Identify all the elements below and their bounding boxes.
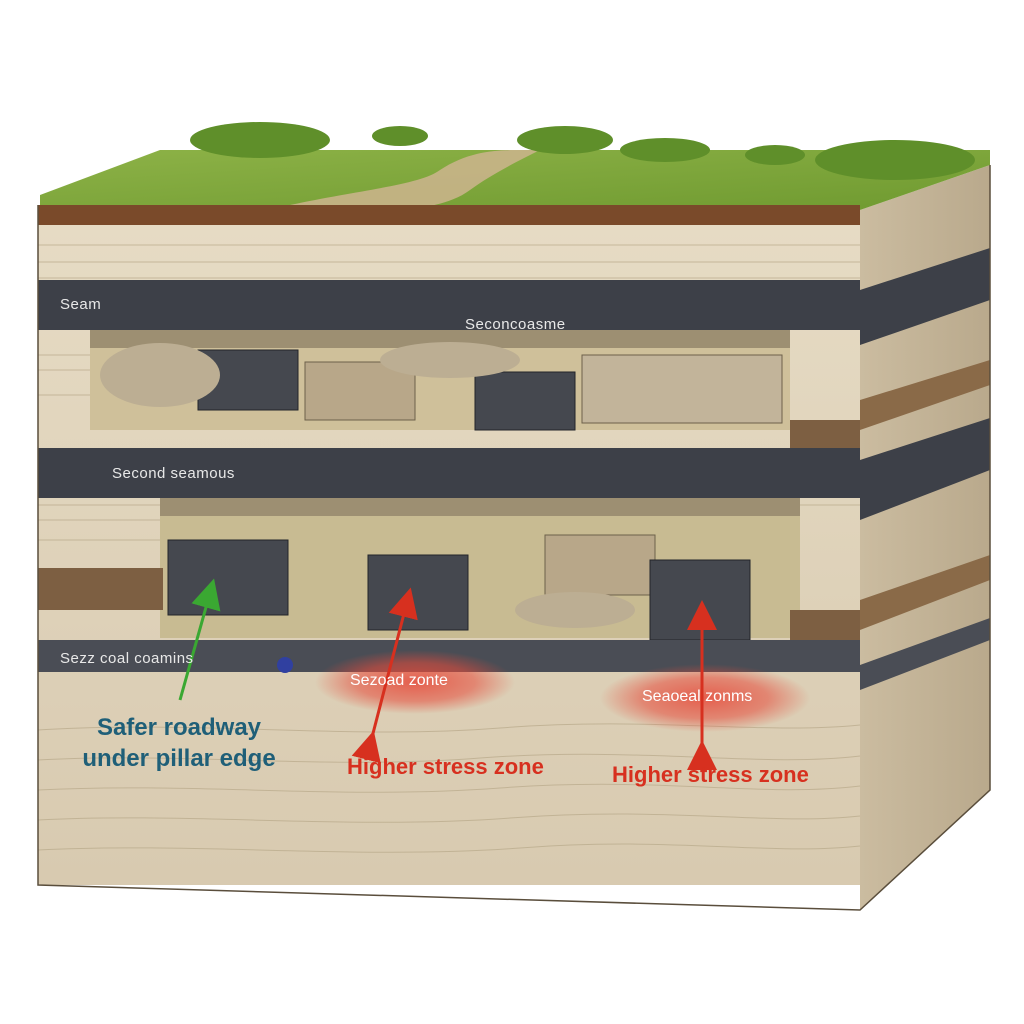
seam-label-middle: Second seamous (112, 465, 235, 482)
upper-rubble-center (380, 342, 520, 378)
lower-rubble-pile (515, 592, 635, 628)
shrubs (190, 122, 975, 180)
lower-coal-pillar-3 (649, 559, 751, 641)
lower-coal-pillar-2 (367, 554, 469, 631)
upper-rubble-left (100, 343, 220, 407)
soil-layer (38, 205, 860, 225)
upper-rubble-pillar-1 (304, 361, 416, 421)
lower-rubble-pillar (544, 534, 656, 596)
lower-gallery-shadow (160, 498, 800, 516)
side-coal-band-middle (860, 418, 990, 520)
seam-label-top: Seconcoasme (465, 316, 566, 333)
dirt-path (290, 150, 540, 210)
block-side-face (860, 165, 990, 910)
zone-label-right: Seaoeal zonms (642, 688, 753, 705)
seam-label-bottom: Sezz coal coamins (60, 650, 194, 667)
block-outline (37, 165, 991, 911)
side-brown-band-lower (860, 555, 990, 630)
stress-label-left: Higher stress zone (347, 754, 544, 779)
red-double-arrow-left (351, 587, 418, 764)
upper-rubble-pillar-2 (581, 354, 783, 424)
safer-roadway-line1: Safer roadway (96, 714, 262, 741)
green-upward-arrow (178, 578, 221, 701)
stress-label-right: Higher stress zone (612, 762, 809, 787)
zone-label-left: Sezoad zonte (350, 672, 448, 689)
safer-roadway-label: Safer roadway under pillar edge (74, 712, 284, 774)
upper-coal-pillar-2 (474, 371, 576, 431)
seam-marker-dot (277, 657, 293, 673)
coal-seam-top (38, 280, 860, 330)
side-coal-band-bottom (860, 618, 990, 690)
lower-coal-pillar-1 (167, 539, 289, 616)
seam-label-top-left: Seam (60, 296, 102, 313)
ground-surface (40, 150, 990, 210)
upper-gallery-shadow (90, 330, 790, 348)
coal-seam-middle (38, 448, 860, 498)
side-brown-band (860, 360, 990, 430)
safer-roadway-line2: under pillar edge (82, 745, 276, 772)
side-coal-band-top (860, 248, 990, 345)
brown-band-lower-left (38, 568, 163, 610)
